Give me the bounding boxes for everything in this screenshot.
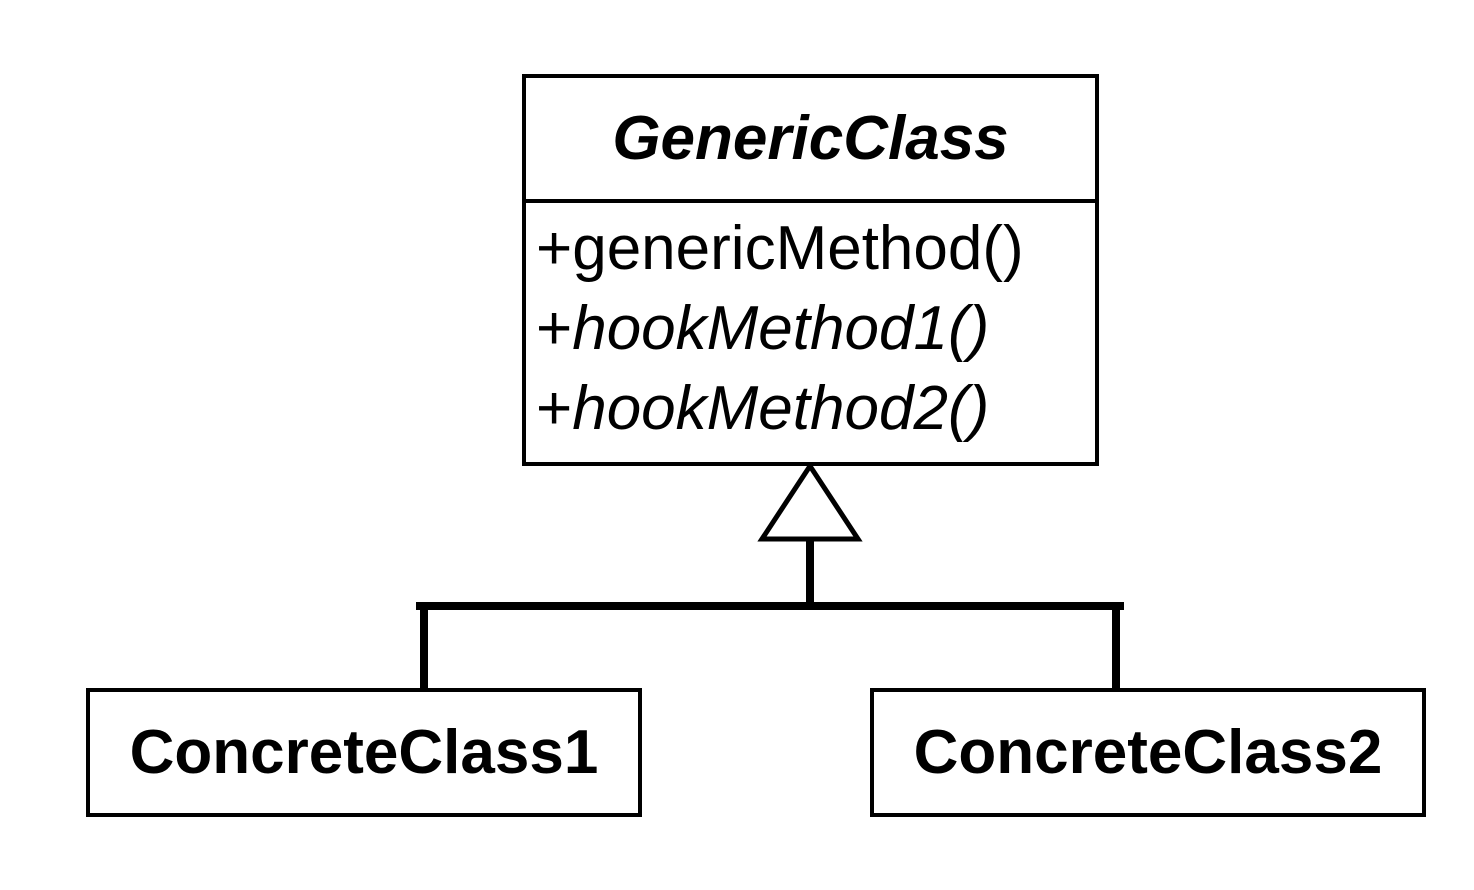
method-generic-method: +genericMethod() xyxy=(536,209,1095,289)
generic-class-name: GenericClass xyxy=(526,78,1095,203)
method-signature: genericMethod() xyxy=(572,214,1024,283)
methods-compartment: +genericMethod() +hookMethod1() +hookMet… xyxy=(526,203,1095,449)
concrete-class-1-name: ConcreteClass1 xyxy=(129,718,599,787)
method-hook-method-1: +hookMethod1() xyxy=(536,289,1095,369)
method-visibility: + xyxy=(536,294,573,363)
method-visibility: + xyxy=(536,374,573,443)
concrete-class-1-box: ConcreteClass1 xyxy=(86,688,642,817)
method-hook-method-2: +hookMethod2() xyxy=(536,369,1095,449)
method-signature: hookMethod2() xyxy=(572,374,990,443)
concrete-class-2-name: ConcreteClass2 xyxy=(913,718,1383,787)
method-visibility: + xyxy=(536,214,573,283)
generalization-arrowhead xyxy=(757,461,863,542)
generic-class-box: GenericClass +genericMethod() +hookMetho… xyxy=(522,74,1099,466)
concrete-class-2-box: ConcreteClass2 xyxy=(870,688,1426,817)
method-signature: hookMethod1() xyxy=(572,294,990,363)
